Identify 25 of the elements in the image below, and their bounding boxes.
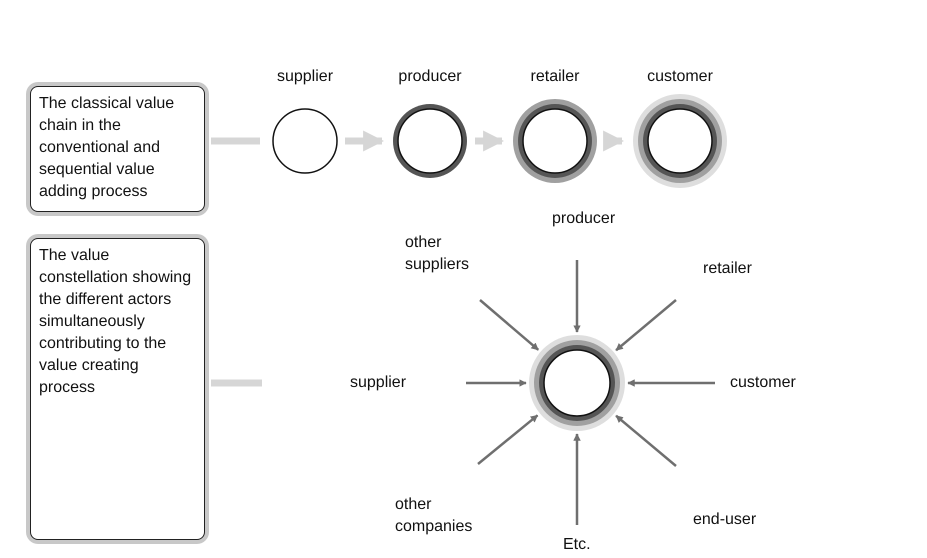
actor-label: Etc. [563, 534, 603, 556]
arrow [477, 414, 538, 465]
connector-bar [211, 380, 262, 386]
arrow [466, 379, 527, 387]
arrow [479, 299, 540, 351]
actor-label: end-user [693, 509, 773, 531]
arrow [345, 130, 384, 152]
actor-label: supplier [350, 372, 420, 394]
connector-bar [211, 138, 260, 144]
actor-label: customer [730, 372, 810, 394]
arrow [573, 260, 581, 333]
arrow [615, 414, 677, 467]
arrow [573, 433, 581, 525]
arrow [627, 379, 715, 387]
actor-label: producer [552, 208, 632, 230]
node-label: customer [647, 67, 713, 87]
actor-label: retailer [703, 258, 773, 280]
node-label: producer [398, 67, 462, 87]
arrow [603, 130, 624, 152]
node-label: supplier [276, 67, 334, 87]
actor-label: other companies [395, 494, 485, 538]
arrow [475, 130, 504, 152]
node-label: retailer [530, 67, 580, 87]
actor-label: other suppliers [405, 232, 495, 276]
arrow [615, 299, 677, 352]
